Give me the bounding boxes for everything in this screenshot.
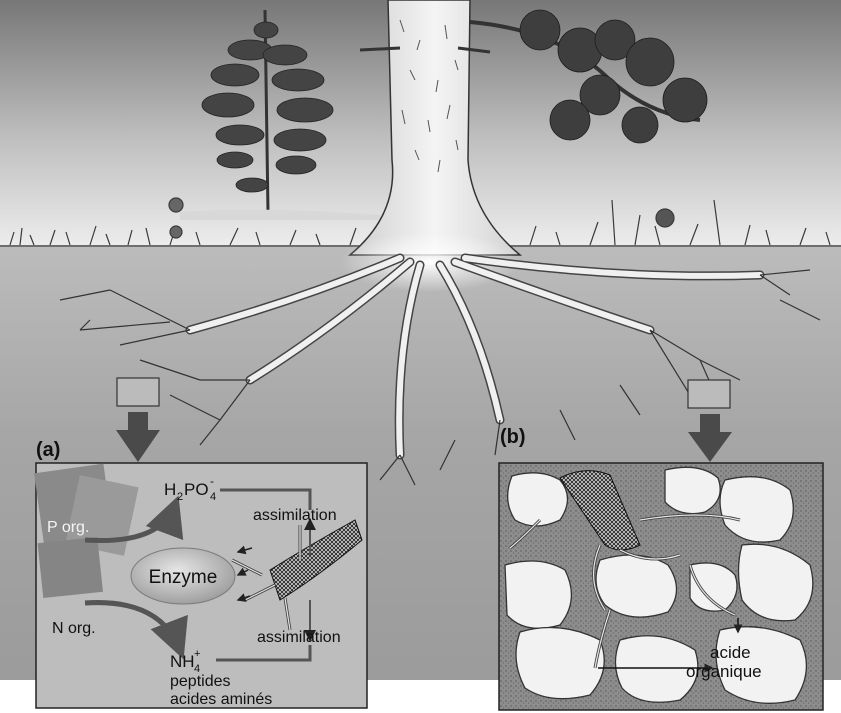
panel-b-label: (b) (500, 426, 526, 448)
organic-acid-label-2: organique (686, 662, 762, 681)
magnify-box-b (688, 380, 730, 408)
phosphate-base: H (164, 480, 176, 499)
phosphate-sub1: 2 (177, 491, 183, 503)
assimilation-top-label: assimilation (253, 507, 337, 524)
magnify-box-a (117, 378, 159, 406)
enzyme-label: Enzyme (149, 567, 218, 588)
amino-acids-label: acides aminés (170, 691, 272, 708)
panel-a-label: (a) (36, 439, 60, 461)
n-org-label: N org. (52, 620, 96, 637)
peptides-label: peptides (170, 673, 231, 690)
assimilation-bottom-label: assimilation (257, 629, 341, 646)
p-org-label: P org. (47, 519, 89, 536)
phosphate-sub2: 4 (210, 491, 216, 503)
ammonium-sup: + (194, 648, 200, 660)
organic-acid-label-1: acide (710, 643, 751, 662)
panel-b: acide organique (499, 463, 823, 710)
panel-a: Enzyme P org. N org. H 2 PO 4 - NH 4 + p… (34, 463, 367, 708)
phosphate-sup: - (210, 474, 214, 488)
phosphate-mid: PO (184, 480, 209, 499)
ammonium-base: NH (170, 652, 195, 671)
